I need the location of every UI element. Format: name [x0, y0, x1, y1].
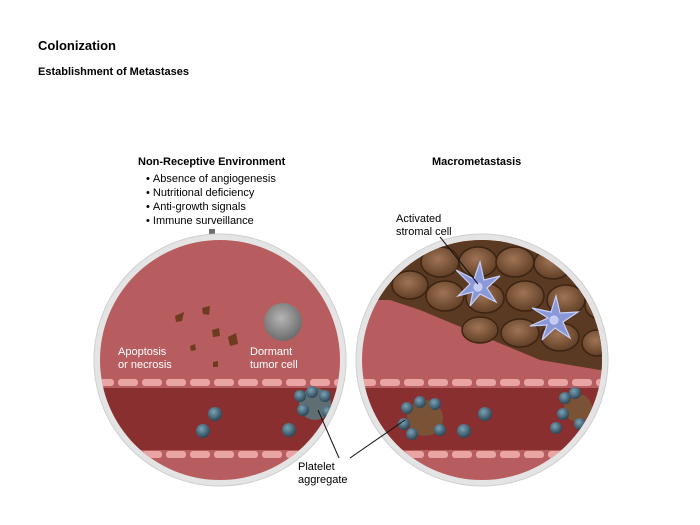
leader-lines — [317, 236, 479, 459]
platelet-aggregate-right — [398, 396, 446, 440]
label-line: Platelet — [298, 461, 335, 473]
list-item: Immune surveillance — [146, 214, 276, 228]
apoptosis-label: Apoptosis or necrosis — [118, 346, 172, 372]
label-line: Apoptosis — [118, 346, 167, 358]
list-item: Absence of angiogenesis — [146, 172, 276, 186]
blood-cells — [196, 407, 296, 438]
list-item: Nutritional deficiency — [146, 186, 276, 200]
label-line: aggregate — [298, 474, 348, 486]
list-item: Anti-growth signals — [146, 200, 276, 214]
dormant-tumor-cell — [264, 303, 302, 341]
apoptotic-debris — [175, 306, 238, 367]
endothelium-bottom — [100, 451, 340, 458]
label-line: tumor cell — [250, 359, 298, 371]
platelet-aggregate-edge — [550, 387, 592, 434]
left-panel-title: Non-Receptive Environment — [138, 156, 286, 168]
endothelium-top — [100, 379, 340, 386]
label-line: or necrosis — [118, 359, 172, 371]
dormant-cell-label: Dormant tumor cell — [250, 346, 298, 372]
left-circle — [93, 233, 347, 487]
condition-list: Absence of angiogenesis Nutritional defi… — [146, 172, 276, 228]
endothelium-bottom — [362, 451, 602, 458]
label-line: Activated — [396, 213, 442, 225]
endothelium-top — [362, 379, 602, 386]
right-circle — [355, 233, 609, 487]
label-line: stromal cell — [396, 226, 452, 238]
page-subtitle: Establishment of Metastases — [38, 66, 189, 78]
blood-cells — [457, 407, 492, 438]
label-line: Dormant — [250, 346, 293, 358]
platelet-aggregate-label: Platelet aggregate — [298, 461, 348, 487]
page-title: Colonization — [38, 38, 116, 53]
stromal-cell-label: Activated stromal cell — [396, 213, 452, 239]
right-panel-title: Macrometastasis — [432, 156, 522, 168]
